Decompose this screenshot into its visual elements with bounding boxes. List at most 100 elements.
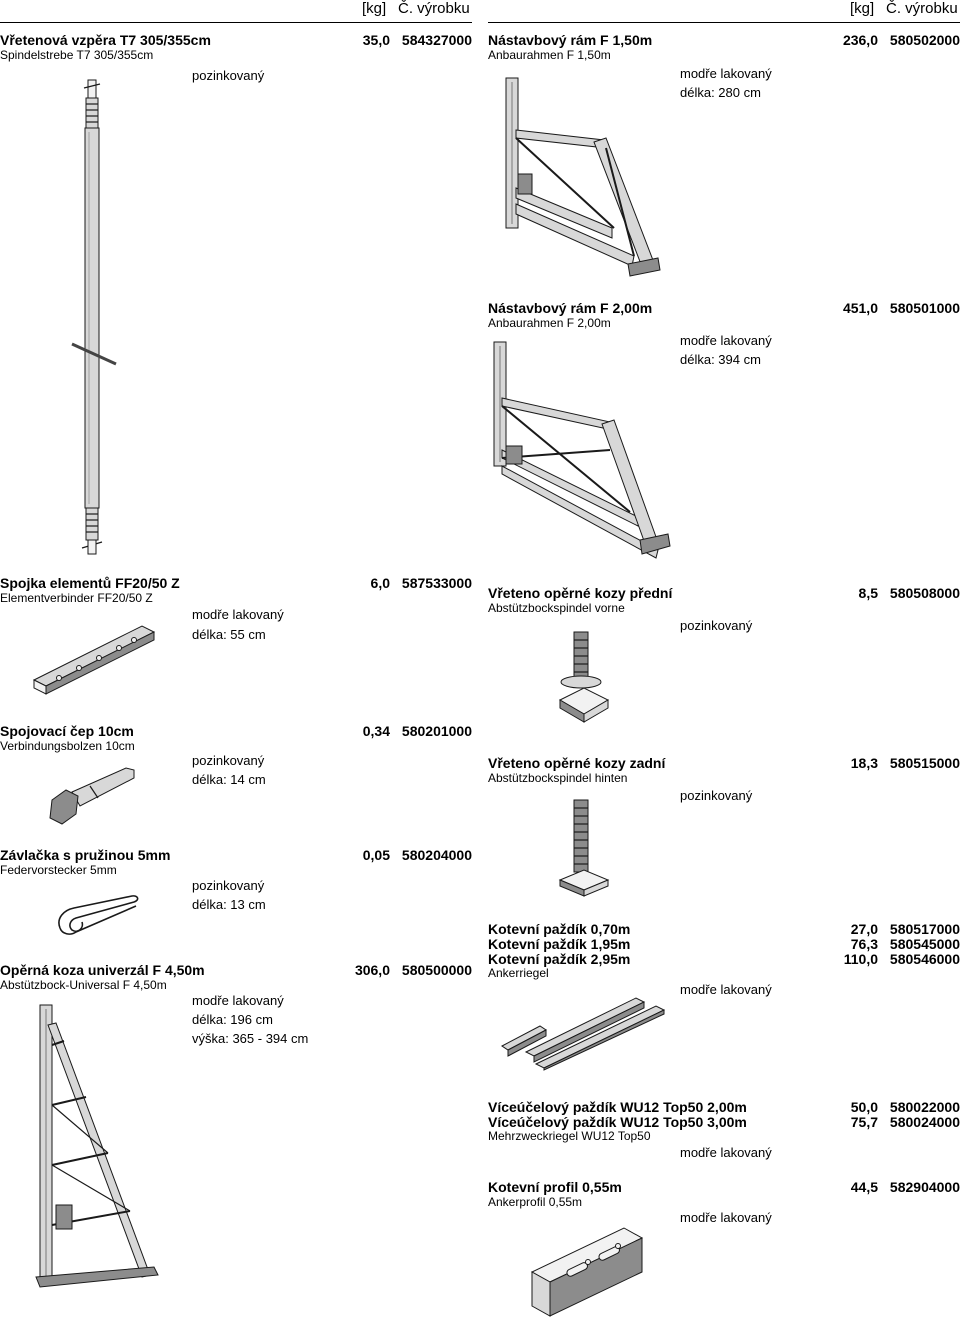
- item-subtitle: Federvorstecker 5mm: [0, 863, 117, 877]
- item-title: Spojka elementů FF20/50 Z: [0, 575, 180, 591]
- item-subtitle: Spindelstrebe T7 305/355cm: [0, 48, 154, 62]
- item-title: Nástavbový rám F 1,50m: [488, 32, 653, 48]
- header-right-code: Č. výrobku: [886, 0, 958, 17]
- item-vreteno-predni: Vřeteno opěrné kozy přední Abstützbocksp…: [488, 585, 752, 633]
- item-prop: pozinkovaný: [192, 878, 265, 893]
- item-code: 580546000: [889, 951, 960, 967]
- connecting-bolt-image: [49, 767, 135, 825]
- element-connector-image: [32, 625, 156, 695]
- item-prop: modře lakovaný: [192, 607, 284, 622]
- item-subtitle: Anbaurahmen F 2,00m: [488, 316, 611, 330]
- universal-support-frame-image: [35, 1004, 159, 1288]
- item-subtitle: Elementverbinder FF20/50 Z: [0, 591, 153, 605]
- item-subtitle: Abstützbockspindel hinten: [488, 771, 628, 785]
- item-weight: 18,3: [850, 755, 878, 771]
- item-kotevni-title: Kotevní paždík 1,95m: [488, 936, 631, 952]
- item-subtitle: Mehrzweckriegel WU12 Top50: [488, 1129, 651, 1143]
- item-weight: 35,0: [362, 32, 390, 48]
- item-code: 580515000: [889, 755, 960, 771]
- item-profil: Kotevní profil 0,55m Ankerprofil 0,55m m…: [488, 1179, 772, 1225]
- item-subtitle: Ankerprofil 0,55m: [488, 1195, 583, 1209]
- item-weight: 75,7: [850, 1114, 878, 1130]
- item-vreteno-zadni: Vřeteno opěrné kozy zadní Abstützbockspi…: [488, 755, 752, 803]
- front-spindle-image: [558, 631, 610, 723]
- spring-cotter-pin-image: [58, 895, 139, 935]
- item-cep: Spojovací čep 10cm Verbindungsbolzen 10c…: [0, 723, 266, 787]
- item-title: Spojovací čep 10cm: [0, 723, 134, 739]
- item-prop: modře lakovaný: [680, 66, 772, 81]
- item-weight: 76,3: [850, 936, 878, 952]
- item-title: Vřetenová vzpěra T7 305/355cm: [0, 32, 211, 48]
- item-title: Vřeteno opěrné kozy zadní: [488, 755, 666, 771]
- item-code: 584327000: [401, 32, 472, 48]
- item-kotevni-title: Kotevní paždík 2,95m: [488, 951, 631, 967]
- item-koza: Opěrná koza univerzál F 4,50m Abstützboc…: [0, 962, 308, 1046]
- item-prop: délka: 394 cm: [680, 352, 761, 367]
- item-prop: modře lakovaný: [680, 333, 772, 348]
- item-prop: modře lakovaný: [680, 1210, 772, 1225]
- item-subtitle: Verbindungsbolzen 10cm: [0, 739, 135, 753]
- item-viceucelovy-title: Víceúčelový paždík WU12 Top50 2,00m: [488, 1099, 747, 1115]
- item-prop: výška: 365 - 394 cm: [192, 1031, 309, 1046]
- item-weight: 8,5: [858, 585, 878, 601]
- item-code: 580501000: [889, 300, 960, 316]
- item-weight: 306,0: [354, 962, 390, 978]
- item-viceucelovy: Mehrzweckriegel WU12 Top50 modře lakovan…: [488, 1129, 772, 1160]
- item-code: 582904000: [889, 1179, 960, 1195]
- item-code: 580545000: [889, 936, 960, 952]
- item-viceucelovy-title: Víceúčelový paždík WU12 Top50 3,00m: [488, 1114, 747, 1130]
- header-left-kg: [kg]: [362, 0, 387, 17]
- rear-spindle-image: [558, 799, 610, 897]
- item-weight: 44,5: [850, 1179, 878, 1195]
- item-ram150: Nástavbový rám F 1,50m Anbaurahmen F 1,5…: [488, 32, 772, 100]
- item-code: 580022000: [889, 1099, 960, 1115]
- item-weight: 6,0: [370, 575, 390, 591]
- header-right-kg: [kg]: [850, 0, 875, 17]
- item-weight: 451,0: [842, 300, 878, 316]
- item-ram200: Nástavbový rám F 2,00m Anbaurahmen F 2,0…: [488, 300, 772, 367]
- item-weight: 27,0: [850, 921, 878, 937]
- item-title: Nástavbový rám F 2,00m: [488, 300, 653, 316]
- item-spojka: Spojka elementů FF20/50 Z Elementverbind…: [0, 575, 284, 642]
- item-vzpera: Vřetenová vzpěra T7 305/355cm Spindelstr…: [0, 32, 264, 83]
- item-code: 580500000: [401, 962, 472, 978]
- item-subtitle: Abstützbockspindel vorne: [488, 601, 625, 615]
- item-prop: modře lakovaný: [680, 982, 772, 997]
- item-subtitle: Abstützbock-Universal F 4,50m: [0, 978, 167, 992]
- item-weight: 236,0: [842, 32, 878, 48]
- item-title: Závlačka s pružinou 5mm: [0, 847, 171, 863]
- anchor-profile-image: [530, 1227, 644, 1317]
- item-code: 580508000: [889, 585, 960, 601]
- item-prop: pozinkovaný: [192, 753, 265, 768]
- item-prop: modře lakovaný: [680, 1145, 772, 1160]
- item-kotevni: Ankerriegel modře lakovaný: [488, 966, 772, 997]
- item-weight: 0,05: [362, 847, 390, 863]
- header-rule-left: [0, 22, 472, 23]
- item-prop: délka: 13 cm: [192, 897, 266, 912]
- item-subtitle: Ankerriegel: [488, 966, 549, 980]
- item-title: Kotevní profil 0,55m: [488, 1179, 622, 1195]
- header-rule-right: [488, 22, 960, 23]
- item-code: 580024000: [889, 1114, 960, 1130]
- item-weight: 50,0: [850, 1099, 878, 1115]
- item-weight: 0,34: [362, 723, 390, 739]
- anchor-waler-image: [501, 997, 666, 1071]
- item-kotevni-title: Kotevní paždík 0,70m: [488, 921, 631, 937]
- item-code: 580201000: [401, 723, 472, 739]
- item-weight: 110,0: [843, 951, 878, 967]
- item-prop: délka: 14 cm: [192, 772, 266, 787]
- item-prop: pozinkovaný: [680, 788, 753, 803]
- item-code: 580204000: [401, 847, 472, 863]
- item-prop: délka: 55 cm: [192, 627, 266, 642]
- item-code: 580502000: [889, 32, 960, 48]
- item-title: Opěrná koza univerzál F 4,50m: [0, 962, 205, 978]
- header-left-code: Č. výrobku: [398, 0, 470, 17]
- item-code: 580517000: [889, 921, 960, 937]
- item-prop: pozinkovaný: [680, 618, 753, 633]
- extension-frame-150-image: [505, 77, 661, 277]
- item-prop: délka: 280 cm: [680, 85, 761, 100]
- item-zavlacka: Závlačka s pružinou 5mm Federvorstecker …: [0, 847, 266, 912]
- item-subtitle: Anbaurahmen F 1,50m: [488, 48, 611, 62]
- item-prop: pozinkovaný: [192, 68, 265, 83]
- spindle-strut-image: [71, 79, 117, 555]
